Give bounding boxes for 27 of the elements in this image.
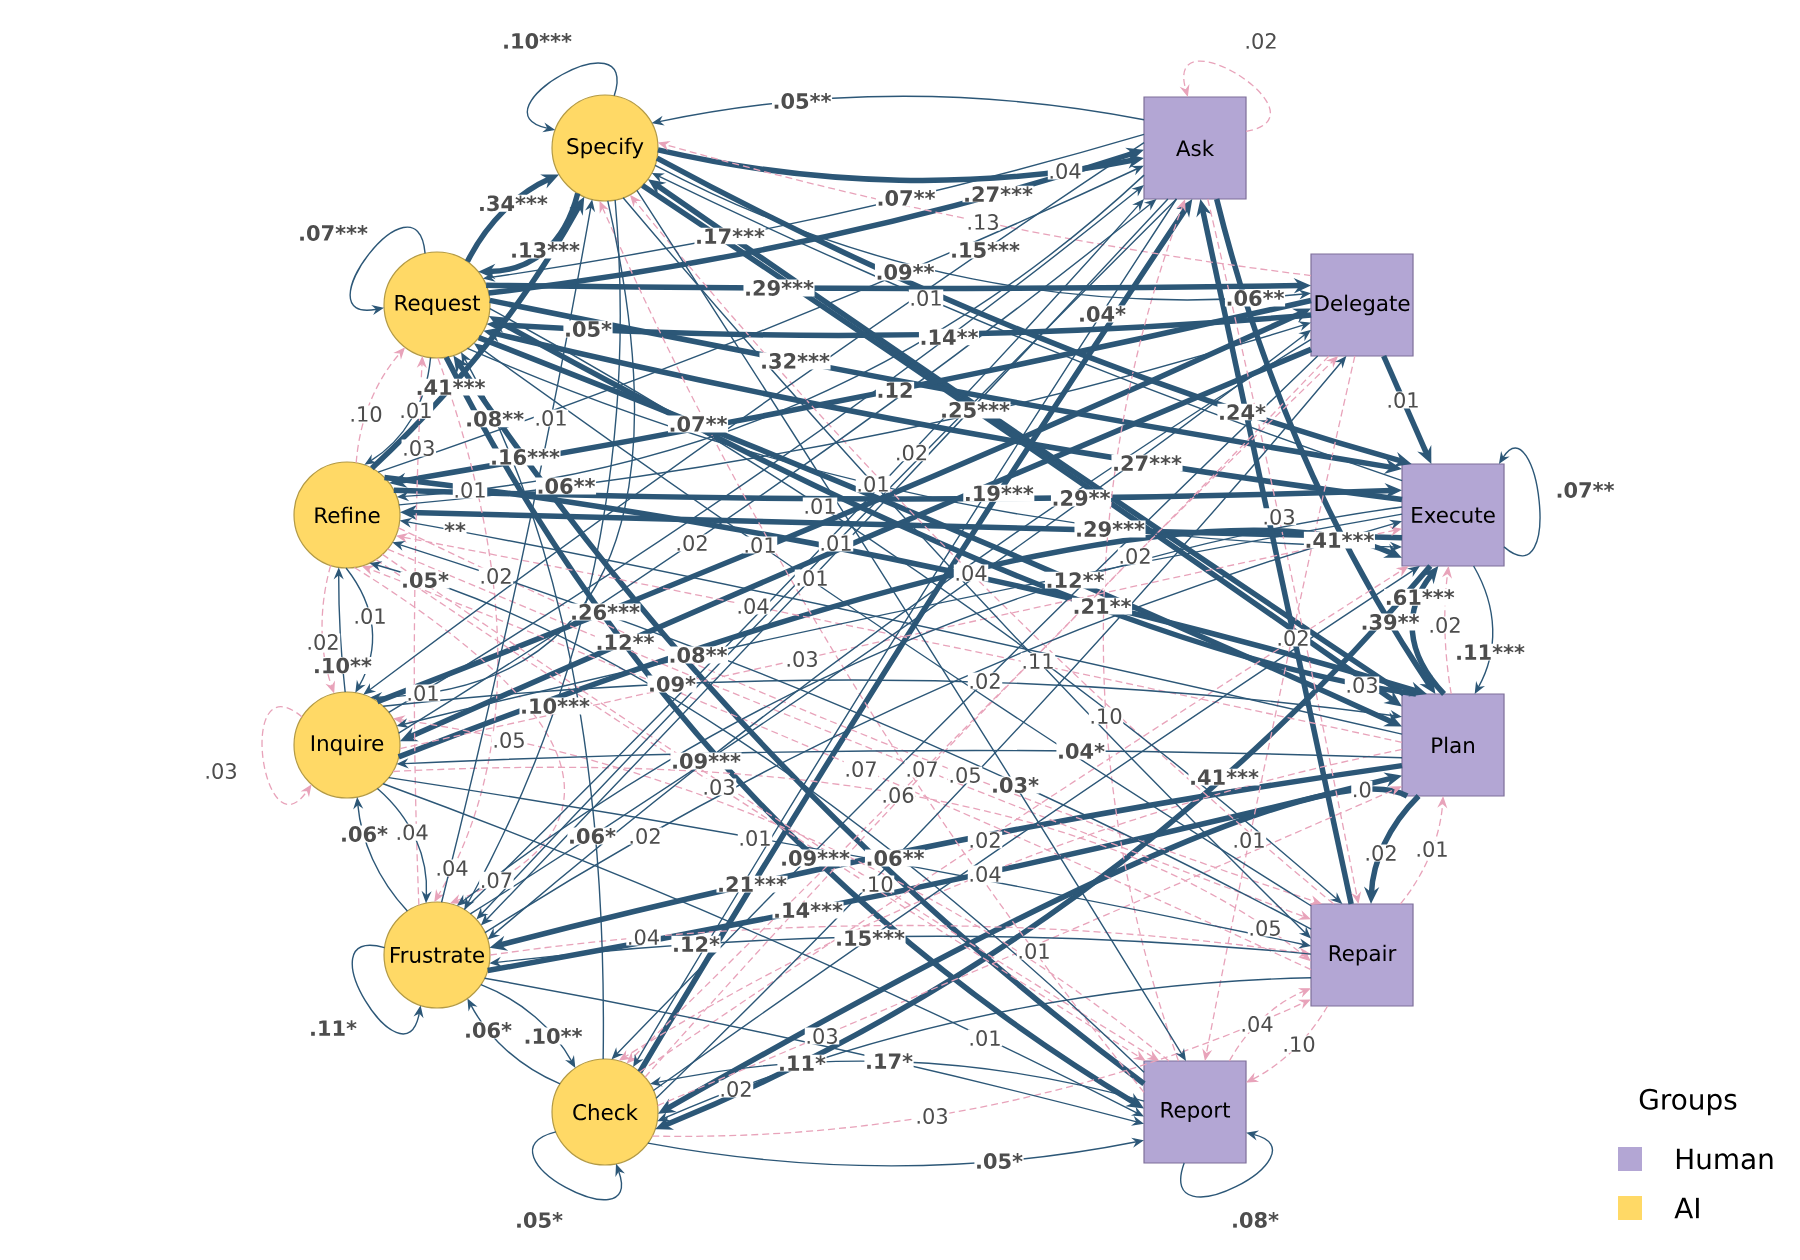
edge-label: .05* xyxy=(974,1152,1024,1170)
edge-label: .03 xyxy=(203,762,239,780)
legend-label: Human xyxy=(1676,1148,1773,1170)
edge-label: .11*** xyxy=(1454,643,1526,661)
edge-label: .02 xyxy=(1363,844,1399,862)
edge-label: .10 xyxy=(1281,1035,1317,1053)
edge-label: .11* xyxy=(308,1019,358,1037)
edge-label: .07** xyxy=(1554,481,1616,499)
edge-label: .0 xyxy=(1351,781,1373,799)
edge-label: .10*** xyxy=(501,32,573,50)
edge-label: .01 xyxy=(1231,831,1267,849)
edge-label: .08* xyxy=(1230,1211,1280,1229)
legend-label: AI xyxy=(1674,1197,1699,1219)
edge-label: .05 xyxy=(1247,919,1283,937)
edge-label: .05* xyxy=(514,1211,564,1229)
edge-label: .04 xyxy=(1239,1015,1275,1033)
edge-label: .07*** xyxy=(297,224,369,242)
edge-label: .02 xyxy=(1243,32,1279,50)
edge-label: .01 xyxy=(1414,840,1450,858)
edge-label: .05** xyxy=(771,92,833,110)
edge-label: .02 xyxy=(1427,616,1463,634)
edge-label: .41*** xyxy=(1188,768,1260,786)
edge-label: .10** xyxy=(312,657,373,674)
edge-label: .06* xyxy=(339,825,389,843)
edge-label: .02 xyxy=(305,633,341,651)
legend-title: Groups xyxy=(1639,1088,1737,1116)
edge-label: .04 xyxy=(394,823,430,841)
